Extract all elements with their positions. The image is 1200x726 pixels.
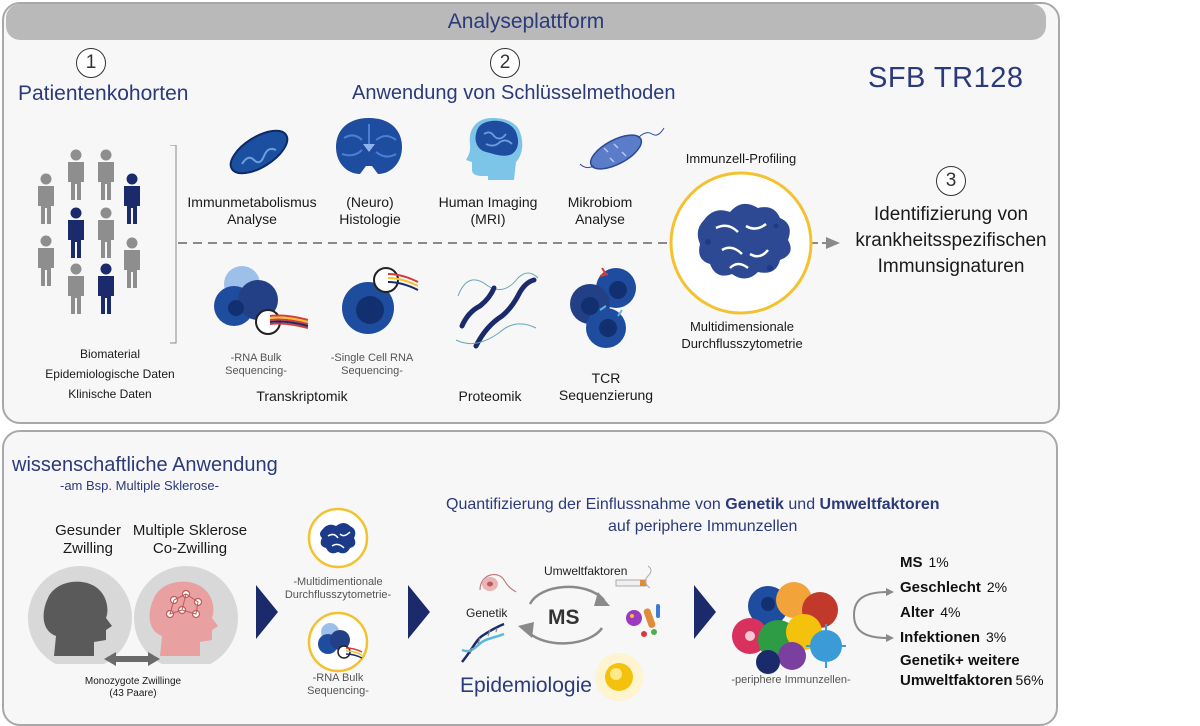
sfb-label: SFB TR128 xyxy=(868,62,1024,94)
profiling-title: Immunzell-Profiling xyxy=(685,151,797,166)
genetics-icon xyxy=(479,573,517,593)
factor-genetik-weitere: Genetik+ weitere xyxy=(900,652,1020,669)
quantification-subtitle: auf periphere Immunzellen xyxy=(608,518,798,535)
step-3-number: 3 xyxy=(936,166,966,196)
dna-icon xyxy=(461,622,505,663)
method-3-label: Human Imaging(MRI) xyxy=(438,194,538,227)
chevron-right-icon xyxy=(694,585,716,639)
cycle-arrows-icon xyxy=(518,585,610,645)
cohort-line-2: Epidemiologische Daten xyxy=(45,367,175,381)
cohort-bracket xyxy=(170,145,177,344)
step-1-number: 1 xyxy=(76,48,106,78)
tcr-cells-icon xyxy=(570,267,636,348)
banner-title: Analyseplattform xyxy=(6,4,1046,40)
twins-count-label: Monozygote Zwillinge(43 Paare) xyxy=(84,676,182,699)
banner-label: Analyseplattform xyxy=(447,10,605,33)
immune-cells-icon xyxy=(732,582,846,674)
umweltfaktoren-label: Umweltfaktoren xyxy=(544,564,628,578)
chevron-right-icon xyxy=(408,585,430,639)
human-head-mri-icon xyxy=(466,118,523,180)
transkriptomik-label: Transkriptomik xyxy=(256,388,348,404)
analysis-platform-panel xyxy=(2,2,1060,424)
cohort-line-3: Klinische Daten xyxy=(68,387,152,401)
environment-icons xyxy=(615,565,660,637)
genetik-label: Genetik xyxy=(466,606,508,620)
chevron-right-icon xyxy=(256,585,278,639)
sun-icon xyxy=(595,653,643,701)
cytometry-circle-icon xyxy=(307,507,369,569)
cohort-line-1: Biomaterial xyxy=(79,347,141,361)
step-1-title: Patientenkohorten xyxy=(18,82,189,105)
periph-cells-label: -periphere Immunzellen- xyxy=(731,674,851,686)
brain-histology-icon xyxy=(336,118,402,174)
ms-center-label: MS xyxy=(548,606,580,629)
twins-double-arrow xyxy=(104,652,160,666)
quantification-title: Quantifizierung der Einflussnahme von Ge… xyxy=(446,496,940,513)
branch-arrows-icon xyxy=(853,588,894,642)
mitochondrion-icon xyxy=(229,129,289,175)
flow-cytometry-tsne-icon xyxy=(669,171,813,315)
step-2-title: Anwendung von Schlüsselmethoden xyxy=(352,82,676,104)
single-cell-icon xyxy=(342,267,419,334)
patient-cohort-icon xyxy=(38,149,140,314)
proteomik-label: Proteomik xyxy=(458,388,522,404)
step-2-number: 2 xyxy=(490,48,520,78)
rna-circle-icon xyxy=(307,611,369,673)
bacterium-icon xyxy=(579,127,665,170)
method-2-label: (Neuro)Histologie xyxy=(339,194,401,227)
twins-heads-icon xyxy=(28,566,238,664)
epidemiologie-label: Epidemiologie xyxy=(460,674,592,697)
workflow-dashed-arrow xyxy=(178,237,840,249)
protein-icon xyxy=(455,272,539,349)
application-subtitle: -am Bsp. Multiple Sklerose- xyxy=(60,478,219,493)
rna-bulk-cells-icon xyxy=(214,266,309,335)
application-title: wissenschaftliche Anwendung xyxy=(12,454,278,476)
